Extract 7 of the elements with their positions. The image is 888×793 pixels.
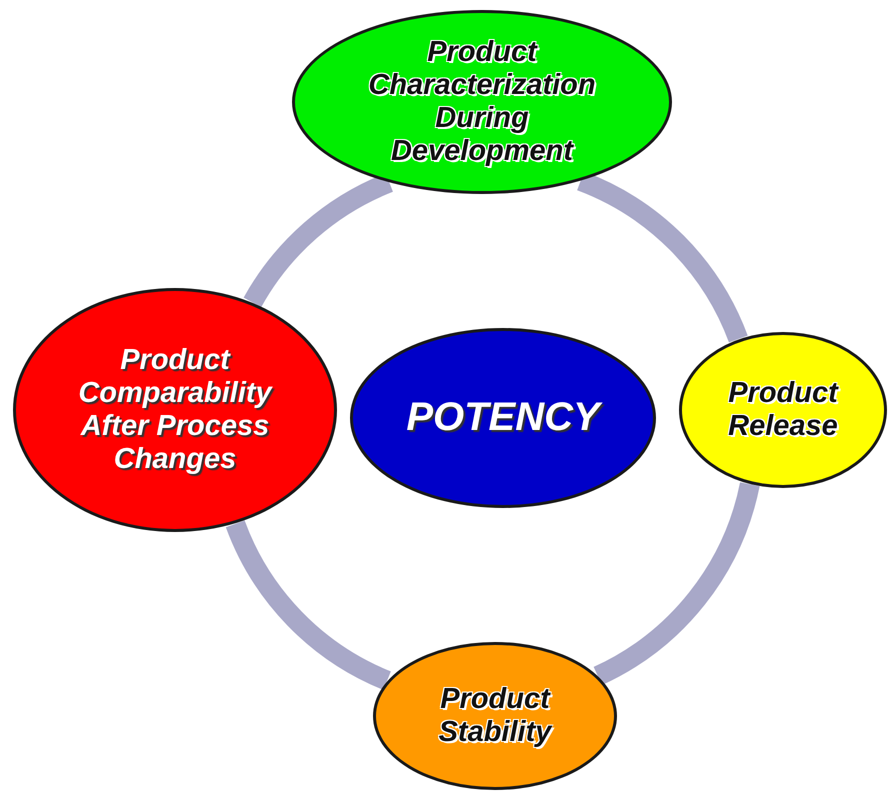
node-label: POTENCY (373, 395, 633, 441)
ring-connector (593, 482, 760, 685)
node-label: Product Comparability After Process Changes (77, 344, 274, 476)
node-label: Product Stability (438, 682, 554, 750)
ring-connector (226, 520, 392, 690)
node-label: Product Characterization During Development (367, 36, 597, 168)
node-label: Product Release (727, 376, 840, 444)
